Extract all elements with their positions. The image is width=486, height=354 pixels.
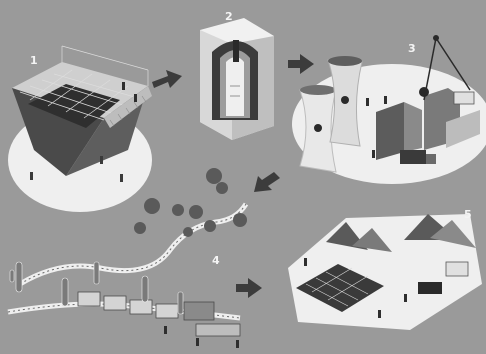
step-3-number: 3 xyxy=(408,42,416,55)
step-2-number: 2 xyxy=(225,10,233,23)
step-4-number: 4 xyxy=(212,254,220,267)
step-2-borehole-illustration xyxy=(200,18,274,140)
step-5-number: 5 xyxy=(464,208,472,221)
step-1-number: 1 xyxy=(30,54,38,67)
